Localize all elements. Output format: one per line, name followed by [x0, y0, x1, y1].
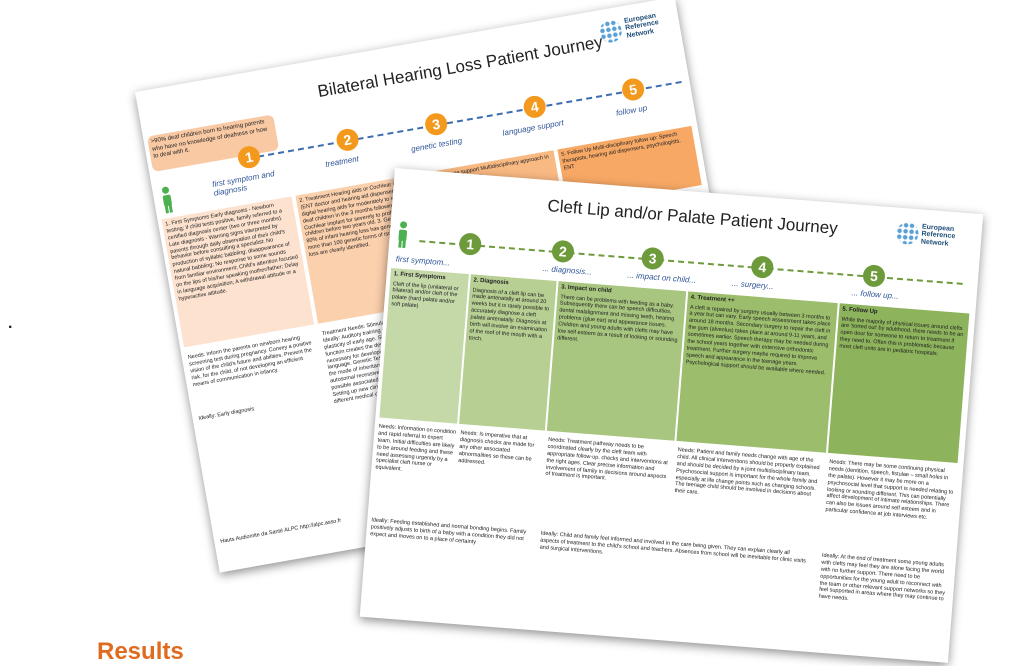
- cleft-ideally-2: Ideally: Child and family feel informed …: [539, 530, 807, 565]
- cleft-box-5-text: While the majority of physical issues ar…: [839, 316, 964, 358]
- cleft-box-4: 4. Treatment ++ A cleft is repaired by s…: [676, 291, 838, 453]
- cleft-box-3-text: There can be problems with feeding as a …: [556, 293, 678, 344]
- hearing-step-2-circle: 2: [334, 127, 361, 153]
- cleft-lip-journey-sheet: Cleft Lip and/or Palate Patient Journey …: [359, 168, 984, 663]
- cleft-box-5: 5. Follow Up While the majority of physi…: [827, 303, 970, 464]
- cleft-needs-3: Needs: Treatment pathway needs to be coo…: [545, 436, 669, 482]
- cleft-step-4-label: ... surgery...: [731, 278, 774, 292]
- cleft-needs-5: Needs: There may be some continuing phys…: [825, 458, 954, 521]
- cleft-step-2-label: ... diagnosis...: [542, 263, 593, 277]
- hearing-step-1-label: first symptom and diagnosis: [211, 169, 276, 198]
- hearing-logo-text: European Reference Network: [623, 12, 660, 40]
- cleft-step-3-label: ... impact on child...: [626, 270, 697, 285]
- cleft-needs-4: Needs: Patient and family needs change w…: [674, 447, 820, 499]
- cleft-box-2-text: Diagnosis of a cleft lip can be made ant…: [468, 286, 550, 343]
- cleft-box-1-text: Cleft of the lip (unilateral or bilatera…: [391, 280, 459, 310]
- hearing-ideally-1: Ideally: Early diagnosis: [198, 406, 255, 422]
- hearing-step-2-label: treatment: [324, 154, 360, 169]
- cleft-step-3-circle: 3: [640, 246, 665, 271]
- cleft-box-4-text: A cleft is repaired by surgery usually b…: [685, 304, 831, 376]
- hearing-loss-journey-sheet: Bilateral Hearing Loss Patient Journey E…: [135, 0, 760, 573]
- cleft-needs-2: Needs: Is imperative that at diagnosis c…: [458, 429, 535, 466]
- hearing-note: >90% deaf children born to hearing paren…: [146, 114, 280, 173]
- cleft-logo-text: European Reference Network: [920, 223, 956, 248]
- hearing-box-1: 1. First Symptoms Early diagnosis - Newb…: [161, 196, 315, 348]
- hearing-step-5-label: follow up: [615, 103, 648, 118]
- cleft-box-3: 3. Impact on child There can be problems…: [546, 281, 687, 441]
- results-heading: Results: [97, 638, 184, 665]
- cleft-title: Cleft Lip and/or Palate Patient Journey: [546, 196, 839, 238]
- hearing-person-icon: [162, 186, 173, 214]
- cleft-logo-icon: [895, 221, 920, 246]
- cleft-box-1: 1. First Symptoms Cleft of the lip (unil…: [379, 268, 469, 424]
- hearing-step-3-circle: 3: [423, 111, 449, 137]
- hearing-title: Bilateral Hearing Loss Patient Journey: [316, 32, 605, 102]
- hearing-step-4-label: language support: [501, 118, 565, 138]
- cleft-step-1-label: first symptom...: [395, 254, 451, 268]
- cleft-step-2-circle: 2: [551, 239, 575, 264]
- cleft-step-1-circle: 1: [458, 232, 483, 256]
- cleft-ideally-1: Ideally: Feeding established and normal …: [369, 517, 527, 546]
- cleft-step-4-circle: 4: [750, 255, 775, 279]
- stray-mark: .: [8, 315, 13, 332]
- hearing-step-5-circle: 5: [620, 76, 646, 103]
- hearing-step-4-circle: 4: [521, 94, 548, 120]
- cleft-box-2: 2. Diagnosis Diagnosis of a cleft lip ca…: [459, 274, 557, 431]
- cleft-step-5-circle: 5: [862, 264, 886, 288]
- cleft-needs-1: Needs: Information on condition and rapi…: [375, 423, 457, 473]
- cleft-step-5-label: ... follow up...: [851, 288, 899, 301]
- cleft-ideally-3: Ideally: At the end of treatment some yo…: [818, 552, 946, 603]
- hearing-step-3-label: genetic testing: [410, 136, 463, 154]
- cleft-person-icon: [398, 221, 408, 249]
